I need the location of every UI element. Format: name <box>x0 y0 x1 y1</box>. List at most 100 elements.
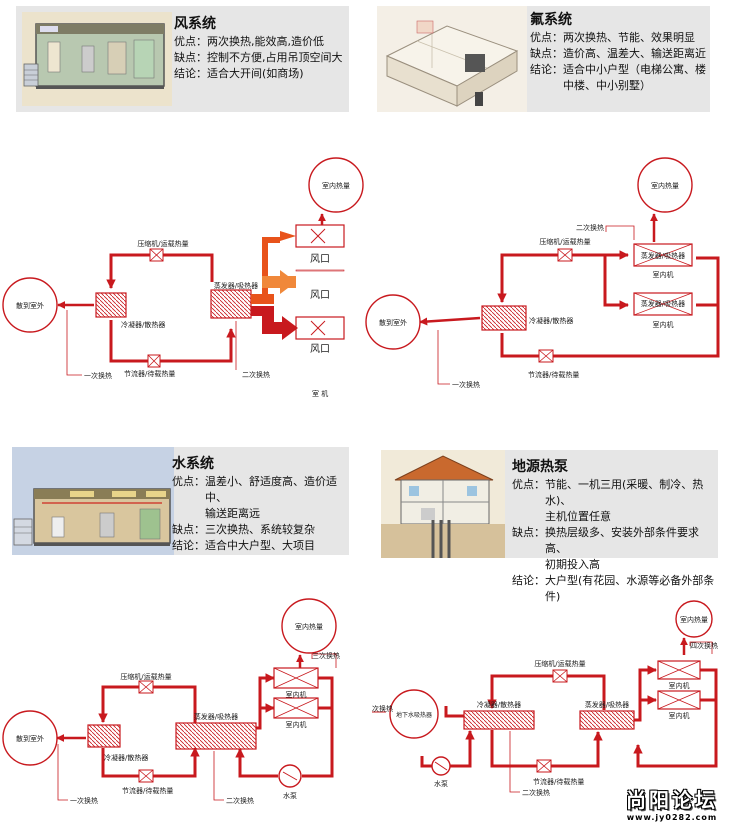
geo-conclusion-row: 结论：大户型(有花园、水源等必备外部条件) <box>512 573 718 605</box>
conclusion-value: 大户型(有花园、水源等必备外部条件) <box>545 574 715 603</box>
geo-ground-label: 地下水吸热器 <box>396 711 432 719</box>
freon-conclusion-row: 结论：适合中小户型（电梯公寓、楼 中楼、中小别墅） <box>530 62 710 94</box>
cons-value: 控制不方便,占用吊顶空间大 <box>207 51 343 64</box>
air-indoor-heat-label: 室内热量 <box>322 181 350 190</box>
cons-value: 三次换热、系统较复杂 <box>205 523 315 536</box>
cons-value: 换热层级多、安装外部条件要求高、 初期投入高 <box>545 526 699 571</box>
air-compressor-label: 压缩机/运载热量 <box>137 239 188 248</box>
cons-key: 缺点： <box>172 523 205 536</box>
water-system-title: 水系统 <box>172 456 214 472</box>
freon-cons-row: 缺点：造价高、温差大、输送距离近 <box>530 46 710 62</box>
indoor-heat-node <box>281 598 337 654</box>
water-evaporator-label: 蒸发器/吸热器 <box>194 712 238 721</box>
geo-evaporator-label: 蒸发器/吸热器 <box>585 700 629 709</box>
pros-key: 优点： <box>512 478 545 491</box>
air-system-illustration <box>22 12 172 106</box>
geo-condenser-coil <box>463 710 535 730</box>
water-pump-label: 水泵 <box>283 791 297 800</box>
freon-second-exchange-label: 二次换热 <box>576 223 604 232</box>
pros-value: 两次换热,能效高,造价低 <box>207 35 324 48</box>
water-indoor-unit-label-2: 室内机 <box>286 720 307 729</box>
cons-key: 缺点： <box>512 526 545 539</box>
geo-second-exchange-label: 二次换热 <box>522 788 550 797</box>
air-flow-diagram <box>2 157 364 376</box>
freon-system-title: 氟系统 <box>530 12 572 28</box>
air-release-label: 散到室外 <box>16 301 44 310</box>
air-pros-row: 优点：两次换热,能效高,造价低 <box>174 34 349 50</box>
water-third-exchange-label: 三次换热 <box>312 651 340 660</box>
conclusion-value: 适合中大户型、大项目 <box>205 539 315 552</box>
pros-key: 优点： <box>172 475 205 488</box>
watermark-name: 尚阳论坛 <box>626 788 718 812</box>
outdoor-release-node <box>2 277 58 333</box>
conclusion-key: 结论： <box>174 67 207 80</box>
geo-indoor-unit-label-2: 室内机 <box>669 711 690 720</box>
geo-indoor-heat-label: 室内热量 <box>680 615 708 624</box>
water-conclusion-row: 结论：适合中大户型、大项目 <box>172 538 349 554</box>
freon-indoor-heat-label: 室内热量 <box>651 181 679 190</box>
ground-absorber-node <box>389 689 439 739</box>
geothermal-title: 地源热泵 <box>512 459 568 475</box>
freon-pros-row: 优点：两次换热、节能、效果明显 <box>530 30 710 46</box>
conclusion-value: 适合大开间(如商场) <box>207 67 304 80</box>
freon-first-exchange-label: 一次换热 <box>452 380 480 389</box>
water-system-illustration <box>12 447 174 555</box>
outdoor-release-node <box>2 710 58 766</box>
geo-evaporator-coil <box>579 710 635 730</box>
freon-indoor-unit-label-2: 室内机 <box>653 320 674 329</box>
water-first-exchange-label: 一次换热 <box>70 796 98 805</box>
geo-pump-label: 水泵 <box>434 779 448 788</box>
cons-key: 缺点： <box>530 47 563 60</box>
air-outlet-label-3: 风口 <box>310 343 330 355</box>
outdoor-release-node <box>365 294 421 350</box>
geo-flow-labels: 室内热量 四次换热 压缩机/运载热量 冷凝器/散热器 蒸发器/吸热器 室内机 室… <box>372 615 718 797</box>
conclusion-key: 结论： <box>512 574 545 587</box>
water-condenser-label: 冷凝器/散热器 <box>104 753 148 762</box>
air-outlet-1 <box>295 224 345 248</box>
water-compressor-label: 压缩机/运载热量 <box>120 672 171 681</box>
air-condenser-label: 冷凝器/散热器 <box>121 320 165 329</box>
site-watermark: 尚阳论坛 www.jy0282.com <box>626 784 718 822</box>
air-room-unit-label: 室 机 <box>312 389 328 398</box>
geo-exchange-left-label: 次换热 <box>372 704 393 713</box>
freon-flow-diagram <box>365 157 720 385</box>
conclusion-value: 适合中小户型（电梯公寓、楼 中楼、中小别墅） <box>563 63 706 92</box>
pros-value: 温差小、舒适度高、造价适中、 输送距离远 <box>205 475 337 520</box>
air-outlet-label-2: 风口 <box>310 289 330 301</box>
air-conclusion-row: 结论：适合大开间(如商场) <box>174 66 349 82</box>
water-flow-labels: 室内热量 三次换热 压缩机/运载热量 蒸发器/吸热器 室内机 室内机 冷凝器/散… <box>16 622 340 805</box>
freon-evap-label-1: 蒸发器/吸热器 <box>641 251 685 260</box>
pros-key: 优点： <box>530 31 563 44</box>
air-second-exchange-label: 二次换热 <box>242 370 270 379</box>
air-outlet-3 <box>295 316 345 340</box>
watermark-url: www.jy0282.com <box>626 813 718 822</box>
freon-indoor-unit-label-1: 室内机 <box>653 270 674 279</box>
cons-key: 缺点： <box>174 51 207 64</box>
air-system-card: 风系统 优点：两次换热,能效高,造价低 缺点：控制不方便,占用吊顶空间大 结论：… <box>16 6 349 112</box>
water-cons-row: 缺点：三次换热、系统较复杂 <box>172 522 349 538</box>
freon-flow-labels: 室内热量 二次换热 压缩机/运载热量 蒸发器/吸热器 室内机 蒸发器/吸热器 室… <box>379 181 685 389</box>
pros-value: 两次换热、节能、效果明显 <box>563 31 695 44</box>
water-pros-row: 优点：温差小、舒适度高、造价适中、 输送距离远 <box>172 474 349 522</box>
pros-key: 优点： <box>174 35 207 48</box>
water-release-label: 散到室外 <box>16 734 44 743</box>
pros-value: 节能、一机三用(采暖、制冷、热水)、 主机位置任意 <box>545 478 704 523</box>
cons-value: 造价高、温差大、输送距离近 <box>563 47 706 60</box>
air-outlet-label-1: 风口 <box>310 253 330 265</box>
geo-pros-row: 优点：节能、一机三用(采暖、制冷、热水)、 主机位置任意 <box>512 477 718 525</box>
geo-fourth-exchange-label: 四次换热 <box>690 641 718 650</box>
water-system-card: 水系统 优点：温差小、舒适度高、造价适中、 输送距离远 缺点：三次换热、系统较复… <box>12 447 349 555</box>
air-throttle-label: 节流器/待载热量 <box>124 369 175 378</box>
water-condenser-coil <box>87 724 121 748</box>
freon-condenser-coil <box>481 305 527 331</box>
conclusion-key: 结论： <box>172 539 205 552</box>
indoor-heat-node <box>308 157 364 213</box>
air-flow-labels: 室内热量 压缩机/运载热量 蒸发器/吸热器 冷凝器/散热器 节流器/待载热量 散… <box>16 181 350 398</box>
water-throttle-label: 节流器/待载热量 <box>122 786 173 795</box>
geo-cons-row: 缺点：换热层级多、安装外部条件要求高、 初期投入高 <box>512 525 718 573</box>
water-evaporator-coil <box>175 722 257 750</box>
water-indoor-unit-label-1: 室内机 <box>286 690 307 699</box>
air-system-title: 风系统 <box>174 16 216 32</box>
geo-compressor-label: 压缩机/运载热量 <box>534 659 585 668</box>
